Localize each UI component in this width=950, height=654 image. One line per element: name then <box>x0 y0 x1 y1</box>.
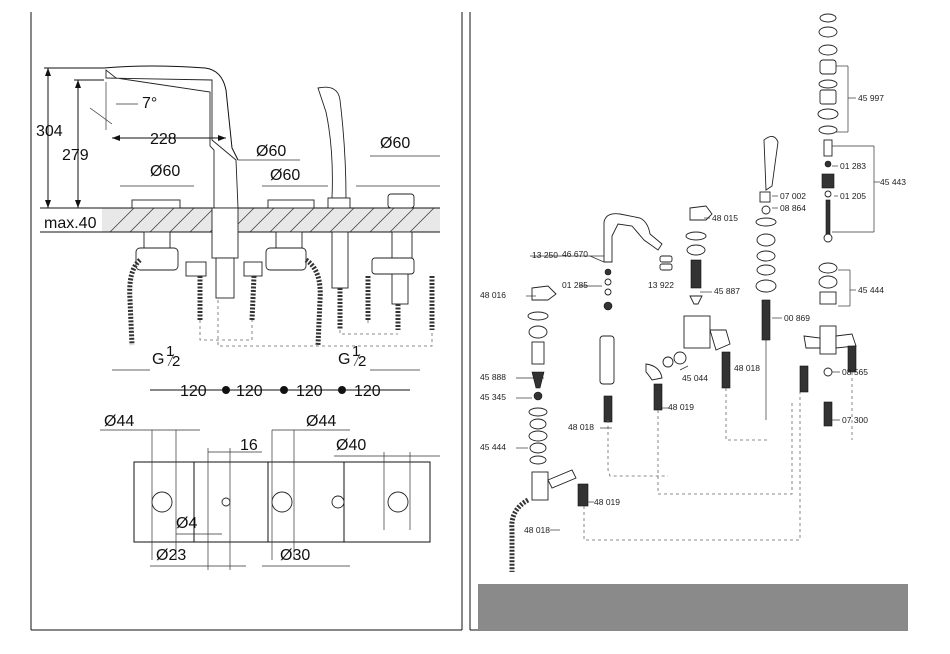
footer-band <box>478 584 908 630</box>
dim-hole-dia-30: Ø30 <box>280 547 310 564</box>
dim-offset-16: 16 <box>240 437 258 454</box>
dim-spacing-4: 120 <box>354 383 381 400</box>
dim-max-deck-thickness: max.40 <box>44 215 97 232</box>
dim-spacing-3: 120 <box>296 383 323 400</box>
part-01285: 01 285 <box>562 280 588 290</box>
part-48015: 48 015 <box>712 213 738 223</box>
dim-left-valve-dia: Ø60 <box>150 163 180 180</box>
dim-hole-dia-4: Ø4 <box>176 515 197 532</box>
part-48019-left: 48 019 <box>594 497 620 507</box>
dim-height-304: 304 <box>36 123 63 140</box>
part-13250: 13 250 <box>532 250 558 260</box>
dim-hole-dia-40: Ø40 <box>336 437 366 454</box>
part-48016: 48 016 <box>480 290 506 300</box>
part-48018-left: 48 018 <box>524 525 550 535</box>
dim-reach-228: 228 <box>150 131 177 148</box>
deck-section <box>40 208 440 232</box>
part-00869: 00 869 <box>784 313 810 323</box>
dim-spout-base-dia: Ø60 <box>256 143 286 160</box>
part-01205: 01 205 <box>840 191 866 201</box>
thread-label-left: G <box>152 351 164 368</box>
part-45887: 45 887 <box>714 286 740 296</box>
part-45444-left: 45 444 <box>480 442 506 452</box>
part-45888: 45 888 <box>480 372 506 382</box>
part-45044: 45 044 <box>682 373 708 383</box>
part-45443: 45 443 <box>880 177 906 187</box>
exploded-view <box>512 14 856 572</box>
dim-angle: 7° <box>142 95 157 112</box>
part-48019-center: 48 019 <box>668 402 694 412</box>
dim-height-279: 279 <box>62 147 89 164</box>
dim-diverter-dia: Ø60 <box>380 135 410 152</box>
part-07300: 07 300 <box>842 415 868 425</box>
part-45345: 45 345 <box>480 392 506 402</box>
thread-label-right: G <box>338 351 350 368</box>
dim-spacing-2: 120 <box>236 383 263 400</box>
dim-spacing-1: 120 <box>180 383 207 400</box>
part-08864: 08 864 <box>780 203 806 213</box>
part-45444-right: 45 444 <box>858 285 884 295</box>
dim-hole-dia-44-right: Ø44 <box>306 413 336 430</box>
part-46670: 46 670 <box>562 249 588 259</box>
part-48018-spout: 48 018 <box>568 422 594 432</box>
part-13922: 13 922 <box>648 280 674 290</box>
part-45997: 45 997 <box>858 93 884 103</box>
part-48018-center: 48 018 <box>734 363 760 373</box>
part-07002: 07 002 <box>780 191 806 201</box>
part-08565: 08 565 <box>842 367 868 377</box>
dim-hole-dia-44-left: Ø44 <box>104 413 134 430</box>
dim-center-valve-dia: Ø60 <box>270 167 300 184</box>
dim-hole-dia-23: Ø23 <box>156 547 186 564</box>
part-01283: 01 283 <box>840 161 866 171</box>
